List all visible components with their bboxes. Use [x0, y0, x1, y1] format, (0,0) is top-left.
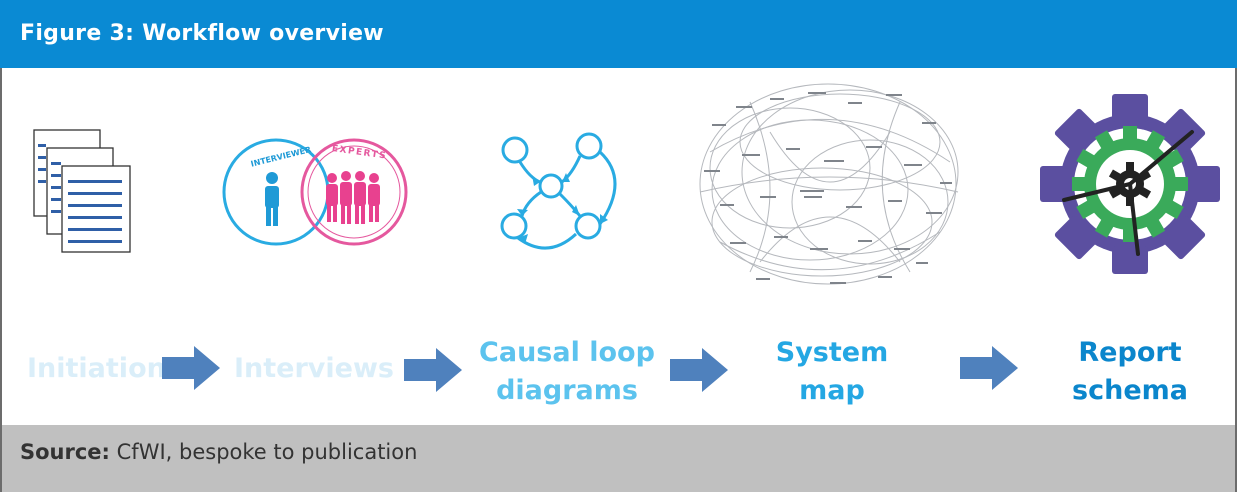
report-schema-label-line1: Report	[1078, 337, 1182, 368]
figure-title: Figure 3: Workflow overview	[20, 21, 384, 46]
interviews-label: Interviews	[234, 353, 394, 384]
arrow-interviews-to-causal-loop	[404, 348, 462, 392]
interviewer-badge: INTERVIEWER	[250, 145, 312, 169]
causal-loop-diagram-icon	[500, 132, 617, 250]
causal-loop-label-line2: diagrams	[496, 375, 638, 406]
arrow-initiation-to-interviews	[162, 346, 220, 390]
documents-icon	[33, 129, 131, 253]
source-label: Source:	[20, 440, 110, 464]
step-label-initiation: Initiation	[27, 350, 166, 388]
source-text: CfWI, bespoke to publication	[116, 440, 418, 464]
step-label-interviews: Interviews	[234, 350, 394, 388]
gear-icon	[1040, 94, 1220, 274]
causal-loop-label-line1: Causal loop	[479, 337, 655, 368]
step-label-system-map: System map	[762, 334, 902, 410]
initiation-label: Initiation	[27, 353, 166, 384]
system-map-label-line2: map	[799, 375, 865, 406]
system-map-label-line1: System	[775, 337, 889, 368]
report-schema-label-line2: schema	[1072, 375, 1188, 406]
step-label-report-schema: Report schema	[1060, 334, 1200, 410]
arrow-causal-loop-to-system-map	[670, 348, 728, 392]
figure-title-bar: Figure 3: Workflow overview	[0, 0, 1237, 68]
source-note: Source: CfWI, bespoke to publication	[20, 440, 417, 464]
step-label-causal-loop: Causal loop diagrams	[472, 334, 662, 410]
system-map-image	[699, 83, 959, 285]
interviewer-experts-icon: INTERVIEWER EXPERTS	[222, 138, 408, 246]
arrow-system-map-to-report-schema	[960, 346, 1018, 390]
source-bar: Source: CfWI, bespoke to publication	[0, 425, 1237, 492]
workflow-stage: INTERVIEWER EXPERTS	[0, 68, 1237, 425]
